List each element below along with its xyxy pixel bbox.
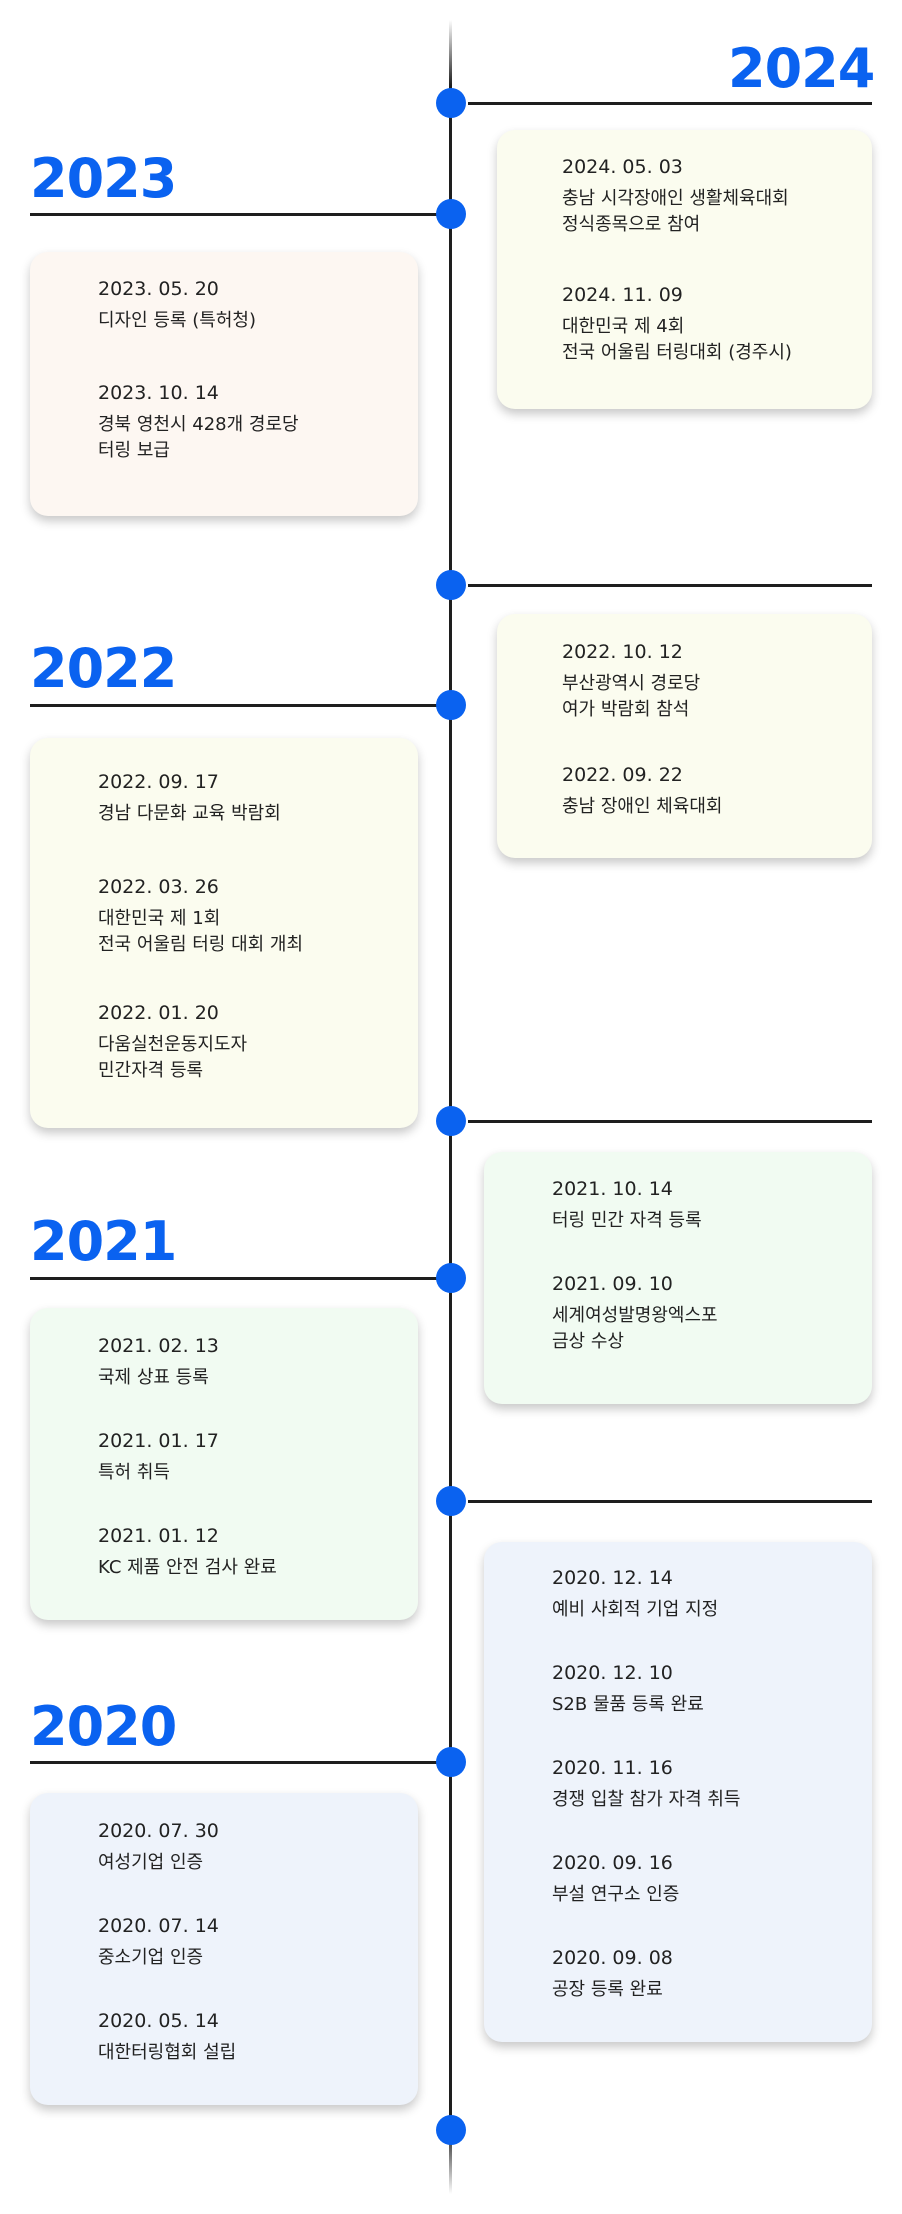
connector-line — [30, 1277, 450, 1280]
year-title-2022: 2022 — [30, 637, 177, 700]
connector-line — [468, 102, 872, 105]
entry-description: 여성기업 인증 — [98, 1852, 204, 1873]
entry-date: 2024. 05. 03 — [562, 156, 683, 178]
entry-description: 세계여성발명왕엑스포 금상 수상 — [552, 1305, 718, 1352]
card-2023: 2023. 05. 20 디자인 등록 (특허청) 2023. 10. 14 경… — [30, 252, 418, 516]
timeline-entry: 2020. 05. 14 대한터링협회 설립 — [98, 2008, 236, 2066]
entry-description: 충남 장애인 체육대회 — [562, 796, 723, 817]
timeline-dot — [436, 570, 466, 600]
timeline-entry: 2021. 09. 10 세계여성발명왕엑스포 금상 수상 — [552, 1271, 718, 1355]
entry-date: 2020. 12. 10 — [552, 1662, 673, 1684]
entry-date: 2021. 01. 12 — [98, 1525, 219, 1547]
connector-line — [30, 704, 450, 707]
timeline-entry: 2023. 10. 14 경북 영천시 428개 경로당 터링 보급 — [98, 380, 299, 464]
entry-description: 경남 다문화 교육 박람회 — [98, 803, 281, 824]
timeline-entry: 2024. 11. 09 대한민국 제 4회 전국 어울림 터링대회 (경주시) — [562, 282, 792, 366]
timeline-dot — [436, 1106, 466, 1136]
connector-line — [468, 1500, 872, 1503]
entry-description: 대한민국 제 1회 전국 어울림 터링 대회 개최 — [98, 908, 304, 955]
entry-description: 충남 시각장애인 생활체육대회 정식종목으로 참여 — [562, 188, 789, 235]
timeline-entry: 2021. 01. 12 KC 제품 안전 검사 완료 — [98, 1523, 277, 1581]
entry-description: 부설 연구소 인증 — [552, 1884, 680, 1905]
timeline-entry: 2022. 03. 26 대한민국 제 1회 전국 어울림 터링 대회 개최 — [98, 874, 303, 958]
connector-line — [468, 584, 872, 587]
entry-date: 2021. 09. 10 — [552, 1273, 673, 1295]
entry-date: 2020. 07. 30 — [98, 1820, 219, 1842]
entry-date: 2024. 11. 09 — [562, 284, 683, 306]
entry-date: 2020. 05. 14 — [98, 2010, 219, 2032]
entry-description: 대한민국 제 4회 전국 어울림 터링대회 (경주시) — [562, 316, 792, 363]
timeline-entry: 2020. 09. 08 공장 등록 완료 — [552, 1945, 673, 2003]
entry-description: 터링 민간 자격 등록 — [552, 1210, 702, 1231]
entry-date: 2023. 10. 14 — [98, 382, 219, 404]
year-title-2020: 2020 — [30, 1695, 177, 1758]
timeline-entry: 2021. 01. 17 특허 취득 — [98, 1428, 219, 1486]
timeline-dot — [436, 199, 466, 229]
timeline-entry: 2020. 09. 16 부설 연구소 인증 — [552, 1850, 679, 1908]
timeline-entry: 2022. 10. 12 부산광역시 경로당 여가 박람회 참석 — [562, 639, 700, 723]
card-2021-right: 2021. 10. 14 터링 민간 자격 등록 2021. 09. 10 세계… — [484, 1152, 872, 1404]
timeline-dot — [436, 1263, 466, 1293]
timeline-entry: 2022. 09. 17 경남 다문화 교육 박람회 — [98, 769, 281, 827]
timeline-entry: 2020. 07. 14 중소기업 인증 — [98, 1913, 219, 1971]
card-2021: 2021. 02. 13 국제 상표 등록 2021. 01. 17 특허 취득… — [30, 1308, 418, 1620]
timeline-entry: 2021. 02. 13 국제 상표 등록 — [98, 1333, 219, 1391]
timeline-entry: 2020. 11. 16 경쟁 입찰 참가 자격 취득 — [552, 1755, 741, 1813]
entry-description: 국제 상표 등록 — [98, 1367, 209, 1388]
entry-description: S2B 물품 등록 완료 — [552, 1694, 704, 1715]
entry-date: 2022. 09. 22 — [562, 764, 683, 786]
connector-line — [30, 213, 450, 216]
year-title-2021: 2021 — [30, 1210, 177, 1273]
timeline-entry: 2022. 09. 22 충남 장애인 체육대회 — [562, 762, 722, 820]
timeline-dot — [436, 88, 466, 118]
timeline-entry: 2020. 12. 14 예비 사회적 기업 지정 — [552, 1565, 718, 1623]
entry-date: 2021. 10. 14 — [552, 1178, 673, 1200]
entry-date: 2020. 12. 14 — [552, 1567, 673, 1589]
entry-description: 경쟁 입찰 참가 자격 취득 — [552, 1789, 741, 1810]
entry-description: 대한터링협회 설립 — [98, 2042, 237, 2063]
entry-description: 디자인 등록 (특허청) — [98, 310, 256, 331]
entry-date: 2022. 01. 20 — [98, 1002, 219, 1024]
entry-description: 중소기업 인증 — [98, 1947, 204, 1968]
timeline-entry: 2020. 12. 10 S2B 물품 등록 완료 — [552, 1660, 704, 1718]
entry-date: 2020. 09. 08 — [552, 1947, 673, 1969]
entry-date: 2021. 02. 13 — [98, 1335, 219, 1357]
connector-line — [468, 1120, 872, 1123]
entry-date: 2020. 11. 16 — [552, 1757, 673, 1779]
entry-date: 2020. 07. 14 — [98, 1915, 219, 1937]
entry-description: KC 제품 안전 검사 완료 — [98, 1557, 277, 1578]
timeline-dot — [436, 690, 466, 720]
entry-date: 2022. 09. 17 — [98, 771, 219, 793]
timeline-entry: 2023. 05. 20 디자인 등록 (특허청) — [98, 276, 256, 334]
entry-date: 2022. 10. 12 — [562, 641, 683, 663]
timeline-dot — [436, 1747, 466, 1777]
timeline-dot — [436, 1486, 466, 1516]
entry-description: 부산광역시 경로당 여가 박람회 참석 — [562, 673, 701, 720]
card-2020-right: 2020. 12. 14 예비 사회적 기업 지정 2020. 12. 10 S… — [484, 1542, 872, 2042]
card-2020: 2020. 07. 30 여성기업 인증 2020. 07. 14 중소기업 인… — [30, 1793, 418, 2105]
timeline-entry: 2024. 05. 03 충남 시각장애인 생활체육대회 정식종목으로 참여 — [562, 154, 789, 238]
connector-line — [30, 1761, 450, 1764]
entry-date: 2021. 01. 17 — [98, 1430, 219, 1452]
card-2024: 2024. 05. 03 충남 시각장애인 생활체육대회 정식종목으로 참여 2… — [497, 130, 872, 409]
entry-date: 2022. 03. 26 — [98, 876, 219, 898]
timeline-dot — [436, 2115, 466, 2145]
entry-description: 공장 등록 완료 — [552, 1979, 663, 2000]
card-2022-right: 2022. 10. 12 부산광역시 경로당 여가 박람회 참석 2022. 0… — [497, 614, 872, 858]
entry-description: 예비 사회적 기업 지정 — [552, 1599, 719, 1620]
year-title-2023: 2023 — [30, 147, 177, 210]
timeline-entry: 2020. 07. 30 여성기업 인증 — [98, 1818, 219, 1876]
entry-description: 다움실천운동지도자 민간자격 등록 — [98, 1034, 248, 1081]
entry-date: 2023. 05. 20 — [98, 278, 219, 300]
year-title-2024: 2024 — [728, 37, 875, 100]
timeline-entry: 2022. 01. 20 다움실천운동지도자 민간자격 등록 — [98, 1000, 247, 1084]
timeline-entry: 2021. 10. 14 터링 민간 자격 등록 — [552, 1176, 702, 1234]
entry-description: 특허 취득 — [98, 1462, 170, 1483]
entry-date: 2020. 09. 16 — [552, 1852, 673, 1874]
entry-description: 경북 영천시 428개 경로당 터링 보급 — [98, 414, 299, 461]
card-2022: 2022. 09. 17 경남 다문화 교육 박람회 2022. 03. 26 … — [30, 738, 418, 1128]
